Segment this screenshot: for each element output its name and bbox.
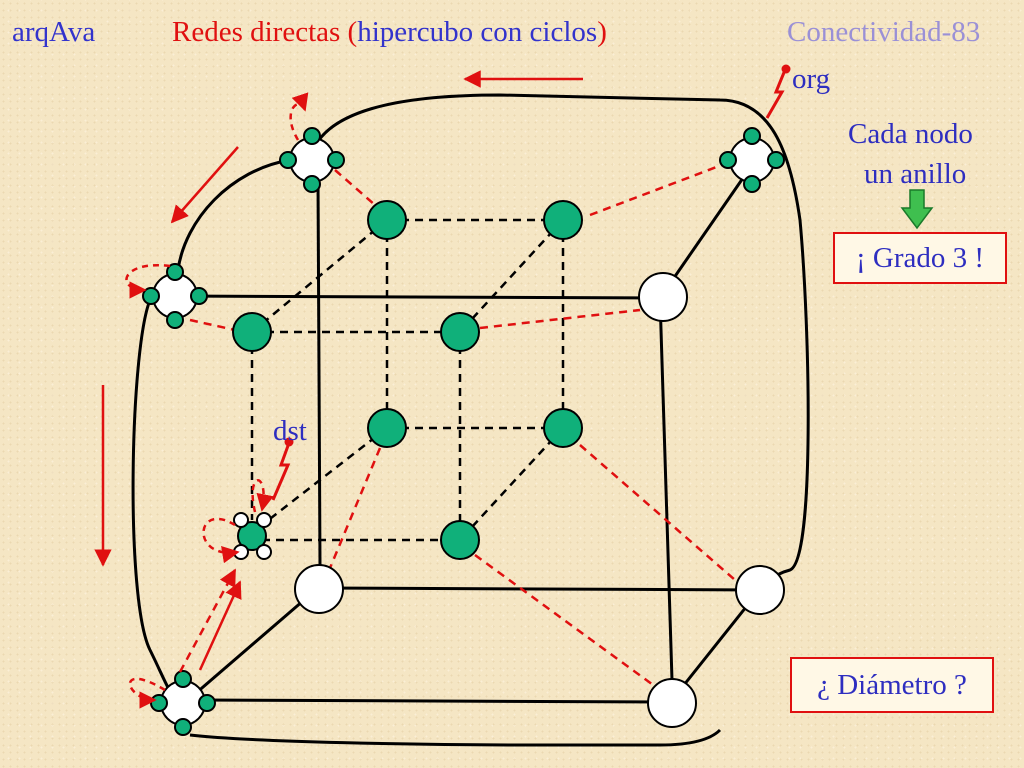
title-part-3: )	[597, 16, 607, 48]
inner-node	[543, 200, 583, 240]
outer-node	[735, 565, 785, 615]
outer-bottom-curve	[189, 728, 722, 747]
ring-node-bottom	[150, 670, 216, 736]
ring-node-left	[142, 263, 208, 329]
inner-node	[367, 408, 407, 448]
down-arrow-icon	[900, 189, 934, 230]
org-dot	[781, 64, 791, 74]
course-label: arqAva	[12, 16, 96, 48]
inner-cube-edges	[250, 218, 565, 542]
outer-top-left-curve	[176, 158, 291, 271]
inner-node	[440, 312, 480, 352]
slide-title: Redes directas (hipercubo con ciclos)	[172, 14, 607, 50]
loop-arrows	[125, 92, 309, 709]
outer-nodes	[294, 272, 785, 728]
title-part-2: hipercubo con ciclos	[357, 16, 598, 48]
ring-links	[189, 158, 736, 692]
outer-node	[647, 678, 697, 728]
inner-node	[543, 408, 583, 448]
outer-ring-curve	[308, 93, 810, 591]
direction-arrows	[94, 70, 583, 671]
note-line-1: Cada nodo	[848, 118, 973, 150]
lightning-org	[765, 69, 787, 119]
title-part-1: Redes directas (	[172, 16, 358, 48]
outer-node	[294, 564, 344, 614]
outer-left-curve	[131, 299, 177, 701]
inner-nodes	[232, 200, 583, 560]
outer-cube-edges	[174, 164, 761, 704]
inner-node	[232, 312, 272, 352]
lightning-dst	[271, 442, 291, 501]
slide-id: Conectividad-83	[787, 16, 981, 48]
destination-label: dst	[273, 415, 307, 447]
diameter-box: ¿ Diámetro ?	[790, 657, 994, 713]
note-line-2: un anillo	[864, 158, 967, 190]
ring-node-top	[279, 127, 345, 193]
dst-dot	[284, 437, 294, 447]
inner-node	[367, 200, 407, 240]
ring-node-dst	[233, 512, 272, 560]
outer-node	[638, 272, 688, 322]
inner-node	[440, 520, 480, 560]
degree-box: ¡ Grado 3 !	[833, 232, 1007, 284]
ring-node-right	[719, 127, 785, 193]
dashed-link-arrow	[178, 568, 237, 673]
origin-label: org	[792, 63, 831, 95]
